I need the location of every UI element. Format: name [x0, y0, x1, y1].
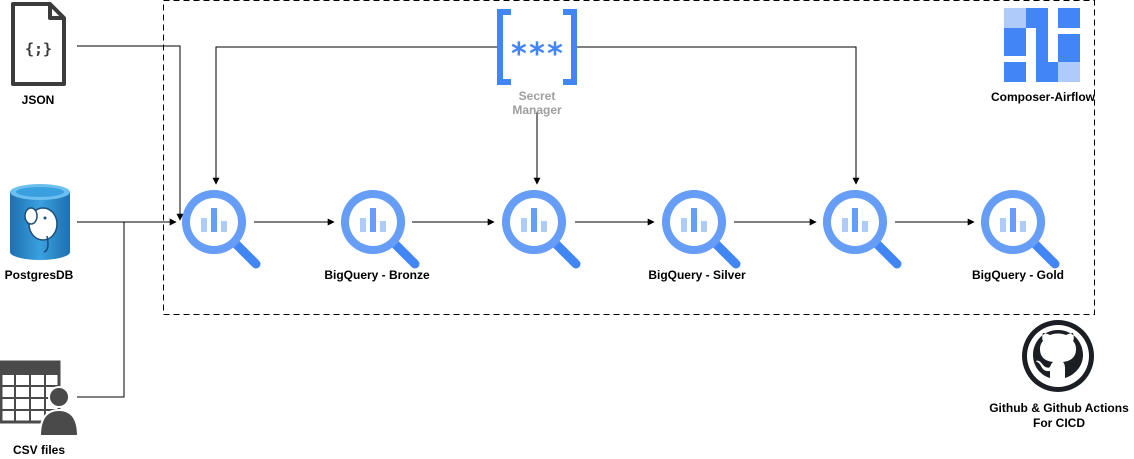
- csv-label: CSV files: [12, 443, 66, 457]
- csv-files-icon: [0, 360, 80, 437]
- json-label: JSON: [21, 93, 55, 107]
- secret-manager-label-1: Secret: [518, 89, 556, 103]
- json-file-icon: {;}: [11, 2, 66, 86]
- secret-manager-icon: ***: [497, 9, 577, 85]
- bigquery-gold-icon: [981, 190, 1055, 264]
- composer-boundary: [163, 0, 1095, 315]
- postgres-label: PostgresDB: [4, 268, 74, 282]
- edge-csv-landing: [77, 222, 125, 398]
- json-glyph: {;}: [25, 40, 52, 58]
- edge-secret-stage4: [577, 46, 860, 185]
- bigquery-bronze-icon: [341, 190, 415, 264]
- gold-label: BigQuery - Gold: [971, 268, 1065, 282]
- secret-manager-label-2: Manager: [512, 103, 562, 117]
- cicd-label-2: For CICD: [1033, 416, 1085, 430]
- edge-secret-landing: [212, 46, 497, 185]
- connectors: [77, 45, 975, 398]
- bigquery-stage4-icon: [823, 190, 897, 264]
- cicd-label-1: Github & Github Actions: [989, 401, 1129, 415]
- silver-label: BigQuery - Silver: [648, 268, 746, 282]
- edge-json-landing: [77, 45, 184, 221]
- bigquery-stage2-icon: [502, 190, 576, 264]
- secret-glyph: ***: [510, 37, 564, 72]
- composer-label: Composer-Airflow: [990, 90, 1096, 104]
- composer-airflow-icon: [1004, 8, 1080, 82]
- bronze-label: BigQuery - Bronze: [324, 268, 430, 282]
- postgres-db-icon: [10, 184, 70, 260]
- bigquery-silver-icon: [662, 190, 736, 264]
- bigquery-landing-icon: [182, 190, 256, 264]
- github-icon: [1022, 320, 1094, 392]
